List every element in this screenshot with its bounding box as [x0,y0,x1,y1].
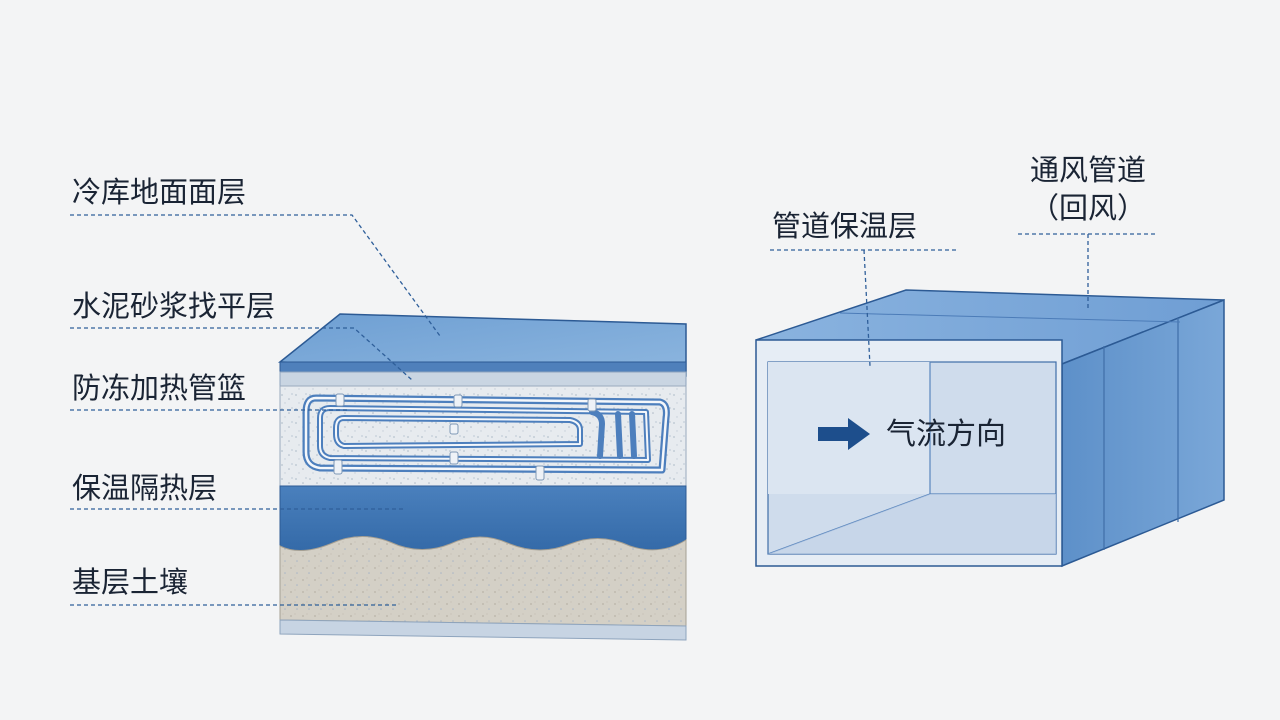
label-screed: 水泥砂浆找平层 [72,289,276,323]
floor-surface-front [279,361,687,373]
label-floor-surface: 冷库地面面层 [72,175,247,209]
label-pipe-insulation: 管道保温层 [772,209,918,243]
screed-layer [279,371,687,387]
duct-box [755,289,1225,568]
pipe-clips [333,393,597,481]
airflow-arrow [818,418,870,450]
leader-surface [70,214,441,337]
label-airflow: 气流方向 [886,417,1006,452]
duct-seam-top [839,312,1181,323]
soil-layer [279,536,687,627]
label-soil: 基层土壤 [72,565,189,599]
duct-inner-floor [768,494,1056,554]
label-duct-title: 通风管道 [1029,153,1146,187]
base-strip [279,619,687,641]
floor-section [277,313,687,641]
leader-screed [70,327,413,381]
leader-pipe-insulation-drop [863,249,871,367]
right-leader-lines [770,233,1158,367]
label-insulation: 保温隔热层 [72,471,218,505]
label-heating: 防冻加热管篮 [72,371,247,405]
label-duct-subtitle: （回风） [1029,191,1146,225]
left-leader-lines [70,214,441,606]
